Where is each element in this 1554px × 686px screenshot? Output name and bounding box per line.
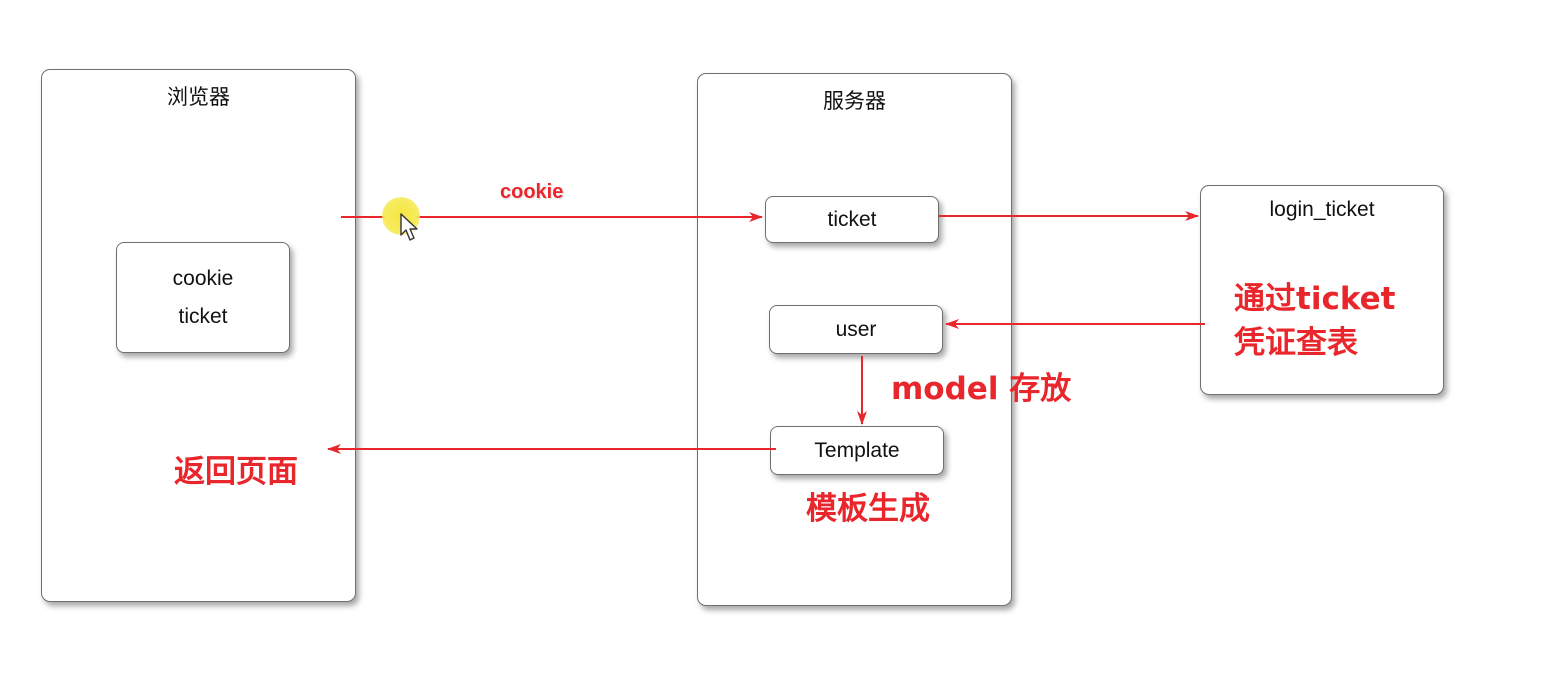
return-page-annotation: 返回页面 xyxy=(174,454,298,490)
browser-ticket-label: ticket xyxy=(178,304,228,328)
ticket-node: ticket xyxy=(765,196,939,243)
cookie-edge-label: cookie xyxy=(500,181,564,203)
login-ticket-panel-title: login_ticket xyxy=(1269,198,1375,221)
browser-cookie-node: cookie ticket xyxy=(116,242,290,353)
model-store-annotation: model 存放 xyxy=(891,371,1072,407)
lookup-annotation-line2: 凭证查表 xyxy=(1234,325,1358,361)
template-node-label: Template xyxy=(814,438,900,462)
mouse-cursor-icon xyxy=(400,213,418,241)
server-panel-title: 服务器 xyxy=(823,89,886,113)
login-ticket-panel: login_ticket xyxy=(1200,185,1444,395)
ticket-node-label: ticket xyxy=(827,207,877,231)
user-node-label: user xyxy=(835,317,877,341)
browser-panel-title: 浏览器 xyxy=(167,85,230,109)
browser-cookie-label: cookie xyxy=(172,266,234,290)
lookup-annotation-line1: 通过ticket xyxy=(1234,281,1396,317)
user-node: user xyxy=(769,305,943,354)
template-generate-annotation: 模板生成 xyxy=(806,491,930,527)
template-node: Template xyxy=(770,426,944,475)
